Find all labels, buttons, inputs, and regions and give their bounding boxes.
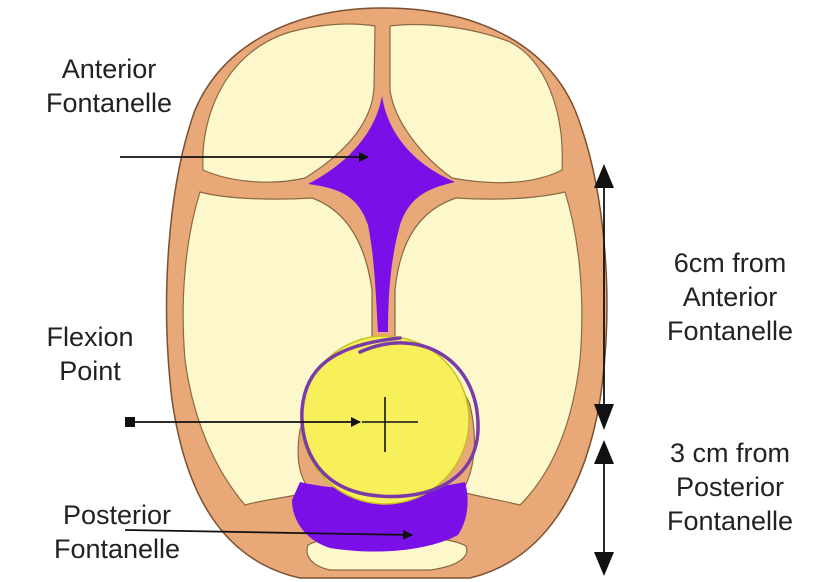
three-cm-line-2: Posterior xyxy=(630,470,830,504)
posterior-label-line-2: Fontanelle xyxy=(22,532,212,566)
three-cm-line-3: Fontanelle xyxy=(630,504,830,538)
six-cm-label: 6cm from Anterior Fontanelle xyxy=(630,246,830,348)
flexion-label-line-2: Point xyxy=(20,354,160,388)
flexion-label-line-1: Flexion xyxy=(20,320,160,354)
six-cm-line-2: Anterior xyxy=(630,280,830,314)
six-cm-arrow-top xyxy=(594,164,614,188)
anterior-label-line-2: Fontanelle xyxy=(14,86,204,120)
six-cm-line-1: 6cm from xyxy=(630,246,830,280)
anterior-label-line-1: Anterior xyxy=(14,52,204,86)
anterior-fontanelle-label: Anterior Fontanelle xyxy=(14,52,204,120)
posterior-fontanelle-label: Posterior Fontanelle xyxy=(22,498,212,566)
six-cm-line-3: Fontanelle xyxy=(630,314,830,348)
posterior-label-line-1: Posterior xyxy=(22,498,212,532)
three-cm-arrow-bottom xyxy=(594,552,614,576)
three-cm-arrow-top xyxy=(594,440,614,464)
three-cm-line-1: 3 cm from xyxy=(630,436,830,470)
three-cm-label: 3 cm from Posterior Fontanelle xyxy=(630,436,830,538)
flexion-point-label: Flexion Point xyxy=(20,320,160,388)
